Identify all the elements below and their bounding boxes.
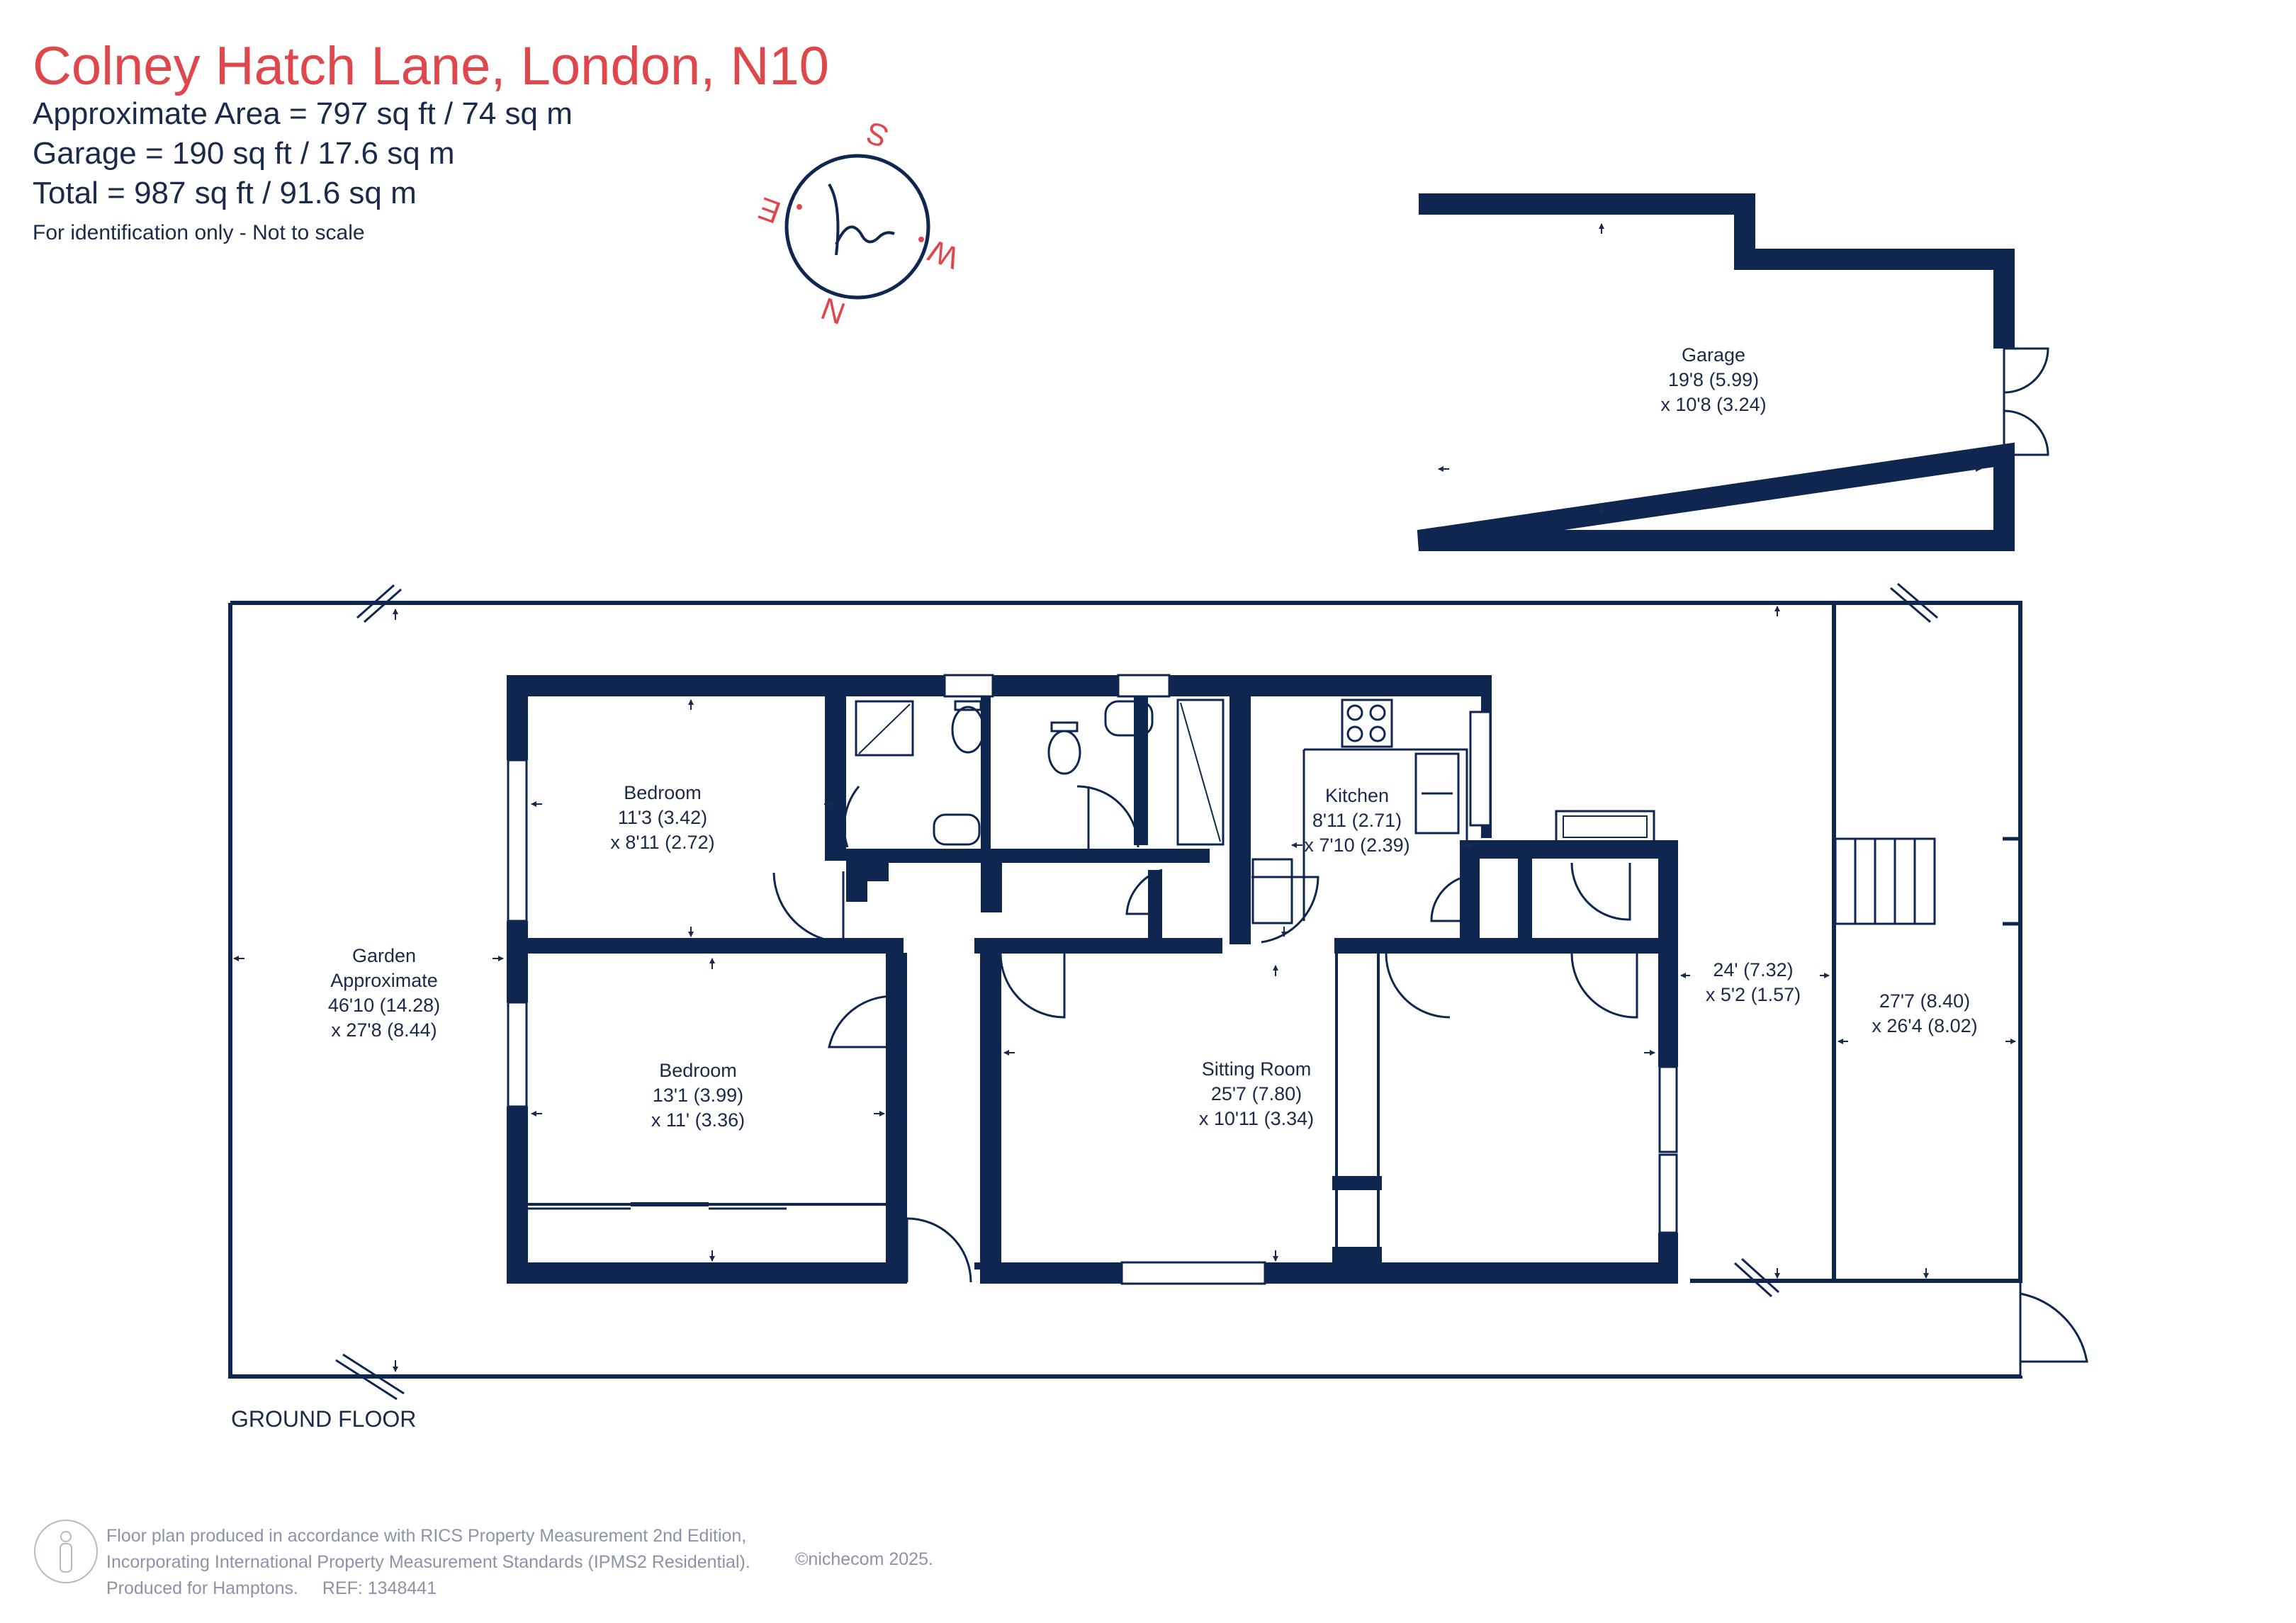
compass: S E W N: [754, 114, 964, 330]
logo-h-icon: [828, 183, 895, 256]
garage-door-bottom: [2003, 409, 2049, 456]
garden-label: Garden: [352, 945, 416, 966]
footer-line-1: Floor plan produced in accordance with R…: [106, 1526, 747, 1546]
shower-icon: [1176, 699, 1225, 846]
side-passage-dim2: x 5'2 (1.57): [1706, 984, 1801, 1005]
garden-dim1: 46'10 (14.28): [328, 995, 440, 1016]
compass-ring: [784, 154, 930, 300]
garage-dim1: 19'8 (5.99): [1668, 369, 1759, 390]
sitting-room-dim2: x 10'11 (3.34): [1199, 1108, 1314, 1129]
dimension-arrows: [233, 606, 2016, 1372]
bedroom1-dim2: x 8'11 (2.72): [610, 832, 714, 853]
garage-area: Garage = 190 sq ft / 17.6 sq m: [33, 136, 455, 171]
cupboard-box: [1555, 810, 1655, 844]
kitchen-fixtures: [1302, 699, 1468, 921]
footer-line-2: Incorporating International Property Mea…: [106, 1552, 750, 1572]
side-garden-dim1: 27'7 (8.40): [1879, 990, 1970, 1012]
copyright: ©nichecom 2025.: [795, 1549, 933, 1569]
garden-dim2: x 27'8 (8.44): [331, 1019, 437, 1041]
compass-dot-east: [797, 204, 802, 210]
toilet-icon: [951, 706, 985, 754]
compass-dot-west: [918, 237, 924, 242]
approximate-area: Approximate Area = 797 sq ft / 74 sq m: [33, 96, 573, 131]
hob-icon: [1341, 699, 1393, 748]
boundary-break-marks: [335, 582, 1938, 1401]
garden-steps: [1834, 837, 1936, 925]
garden-gate: [2020, 1292, 2088, 1363]
windows: [507, 674, 1678, 1285]
kitchen-door-threshold: [1251, 858, 1293, 924]
total-area: Total = 987 sq ft / 91.6 sq m: [33, 176, 417, 210]
footer-ref: REF: 1348441: [322, 1578, 437, 1598]
property-title: Colney Hatch Lane, London, N10: [33, 36, 829, 96]
basin-icon: [933, 813, 981, 846]
shower-tray-icon: [855, 700, 914, 757]
compass-east-label: E: [754, 190, 785, 230]
kitchen-dim1: 8'11 (2.71): [1312, 810, 1402, 831]
footer-notes: Floor plan produced in accordance with R…: [106, 1523, 750, 1602]
floor-label: GROUND FLOOR: [231, 1406, 417, 1432]
person-icon: [34, 1520, 98, 1583]
footer-produced-for: Produced for Hamptons.: [106, 1578, 298, 1598]
footer-line-3: Produced for Hamptons. REF: 1348441: [106, 1576, 750, 1602]
bedroom2-dim2: x 11' (3.36): [651, 1109, 745, 1131]
compass-west-label: W: [923, 232, 963, 275]
compass-south-label: S: [862, 114, 893, 154]
sitting-room-label: Sitting Room: [1202, 1058, 1312, 1080]
sink-icon: [1414, 752, 1460, 835]
sitting-room-dim1: 25'7 (7.80): [1211, 1083, 1302, 1104]
garage-dimension-arrows: [1438, 223, 1981, 514]
garage-dim2: x 10'8 (3.24): [1660, 394, 1766, 415]
compass-north-label: N: [817, 290, 850, 331]
bedroom1-dim1: 11'3 (3.42): [618, 807, 707, 828]
garage-door-top: [2003, 347, 2049, 394]
wardrobe: [528, 1202, 886, 1210]
side-garden-dim2: x 26'4 (8.02): [1872, 1015, 1977, 1036]
garage-outline: [1417, 193, 2049, 551]
bathroom-fixtures: [855, 699, 1225, 846]
kitchen-label: Kitchen: [1325, 785, 1389, 806]
bedroom2-dim1: 13'1 (3.99): [653, 1085, 743, 1106]
bedroom2-label: Bedroom: [659, 1060, 737, 1081]
identification-note: For identification only - Not to scale: [33, 221, 365, 244]
garden-fence-ticks: [2003, 837, 2020, 926]
side-passage-dim1: 24' (7.32): [1713, 959, 1793, 980]
kitchen-dim2: x 7'10 (2.39): [1304, 835, 1409, 856]
house-walls: [507, 675, 1678, 1284]
garage-label: Garage: [1682, 344, 1745, 366]
basin-icon-2: [1104, 700, 1154, 737]
toilet-icon-2: [1047, 730, 1081, 775]
garden-label-2: Approximate: [330, 970, 438, 991]
bedroom1-label: Bedroom: [624, 782, 702, 803]
